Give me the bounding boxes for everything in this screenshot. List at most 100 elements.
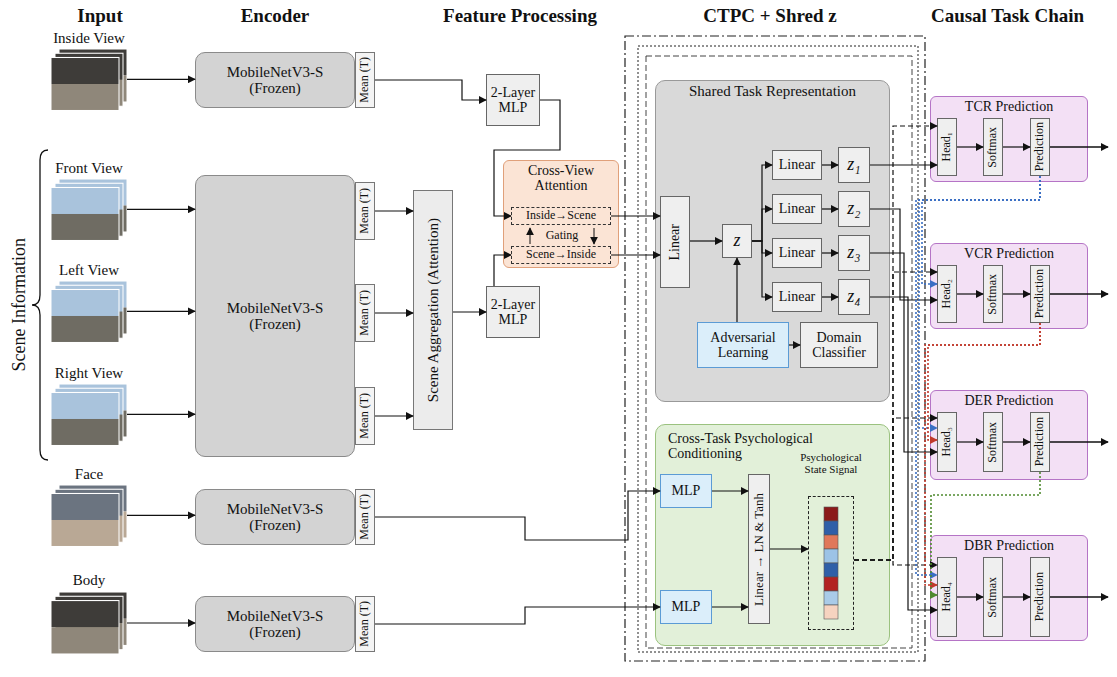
column-heading: Causal Task Chain <box>931 5 1084 27</box>
image-frame-group <box>51 187 119 240</box>
head-box: Prediction <box>1030 412 1050 472</box>
state-cell <box>824 591 838 605</box>
image-caption: Right View <box>55 363 123 384</box>
image-region <box>51 213 119 240</box>
connector <box>375 607 660 624</box>
group-title: DER Prediction <box>931 393 1087 408</box>
node-label: Linear <box>779 289 816 304</box>
image-frame <box>51 392 119 445</box>
node-label: Linear <box>667 224 682 261</box>
node-label: Prediction <box>1033 269 1046 318</box>
head-box: Prediction <box>1030 118 1050 176</box>
node-label: Linear <box>779 245 816 260</box>
annotation: Gating <box>546 228 579 243</box>
encoder-box: MobileNetV3-S (Frozen) <box>195 175 355 457</box>
label-box: Feature Processing <box>415 4 625 28</box>
learning-box: MLP <box>660 590 712 624</box>
image-frame-group <box>51 289 119 342</box>
node-label: Head₂ <box>940 279 953 309</box>
shared-group: Shared Task RepresentationLinearzLinearz… <box>655 80 890 402</box>
brace <box>32 150 48 460</box>
encoder-box: MobileNetV3-S (Frozen) <box>195 596 355 652</box>
image-frame <box>51 57 119 110</box>
image-region <box>51 627 119 654</box>
head-box: Head₁ <box>937 118 957 176</box>
task-group: TCR PredictionHead₁SoftmaxPrediction <box>930 96 1088 182</box>
input-image: Front View <box>44 158 134 240</box>
node-label: Softmax <box>986 127 999 168</box>
image-region <box>51 519 119 546</box>
column-heading: Input <box>77 5 122 27</box>
process-box: Domain Classifier <box>800 322 878 368</box>
head-box: Head₂ <box>937 265 957 323</box>
image-caption: Body <box>73 570 106 592</box>
node-label: z₁ <box>847 155 860 175</box>
group-title: DBR Prediction <box>931 538 1087 553</box>
image-frame <box>51 601 119 654</box>
state-cell <box>824 549 838 563</box>
process-box: Linear <box>772 194 822 224</box>
node-label: z <box>733 231 740 251</box>
head-box: Softmax <box>983 118 1003 176</box>
image-region <box>51 315 119 342</box>
state-cell <box>824 563 838 577</box>
node-label: Mean (T) <box>358 57 371 103</box>
aggregation-box: Scene Aggregation (Attention) <box>413 190 453 430</box>
mean-pool-box: Mean (T) <box>355 387 375 445</box>
attention-direction-box: Inside→Scene <box>511 207 611 225</box>
input-image: Left View <box>44 260 134 342</box>
node-label: Prediction <box>1033 417 1046 466</box>
image-area <box>51 49 127 111</box>
process-box: Linear <box>772 282 822 312</box>
label-box: Input <box>55 4 145 28</box>
node-label: Mean (T) <box>358 393 371 439</box>
image-area <box>51 485 127 547</box>
connector <box>127 622 195 623</box>
image-frame <box>51 493 119 546</box>
task-group: VCR PredictionHead₂SoftmaxPrediction <box>930 243 1088 329</box>
group-title: VCR Prediction <box>931 246 1087 261</box>
node-label: MobileNetV3-S (Frozen) <box>222 300 328 333</box>
image-caption: Inside View <box>53 28 125 49</box>
process-box: 2-Layer MLP <box>486 286 540 338</box>
state-color-bar <box>809 497 853 629</box>
image-area <box>51 384 127 446</box>
image-caption: Face <box>75 464 103 485</box>
dashed-frame <box>646 56 912 648</box>
connector <box>375 491 660 540</box>
input-image: Face <box>44 464 134 546</box>
state-cell <box>824 605 838 619</box>
image-stack <box>51 384 127 446</box>
node-label: Linear <box>779 201 816 216</box>
image-stack <box>51 179 127 241</box>
node-label: Domain Classifier <box>801 330 877 361</box>
image-area <box>51 281 127 343</box>
node-label: Mean (T) <box>358 290 371 336</box>
mean-pool-box: Mean (T) <box>355 284 375 342</box>
column-heading: Feature Processing <box>443 5 597 27</box>
state-cell <box>824 507 838 521</box>
task-group: DBR PredictionHead₄SoftmaxPrediction <box>930 535 1088 641</box>
node-label: Head₁ <box>940 132 953 162</box>
node-label: Scene Aggregation (Attention) <box>425 218 442 402</box>
process-box: Linear <box>772 238 822 268</box>
mean-pool-box: Mean (T) <box>355 596 375 652</box>
process-box: z₃ <box>838 235 870 271</box>
node-label: Mean (T) <box>358 188 371 234</box>
node-label: Mean (T) <box>358 494 371 540</box>
image-stack <box>51 592 127 654</box>
image-stack <box>51 49 127 111</box>
annotation: Scene Information <box>9 238 30 371</box>
image-region <box>51 418 119 445</box>
connector <box>127 79 195 80</box>
image-stack <box>51 485 127 547</box>
process-box: z₄ <box>838 279 870 315</box>
connector <box>916 176 1040 575</box>
encoder-box: MobileNetV3-S (Frozen) <box>195 489 355 545</box>
process-box: z <box>722 224 752 258</box>
image-region <box>51 289 119 316</box>
image-frame-group <box>51 601 119 654</box>
process-box: Linear <box>772 150 822 180</box>
process-box: 2-Layer MLP <box>486 74 540 126</box>
